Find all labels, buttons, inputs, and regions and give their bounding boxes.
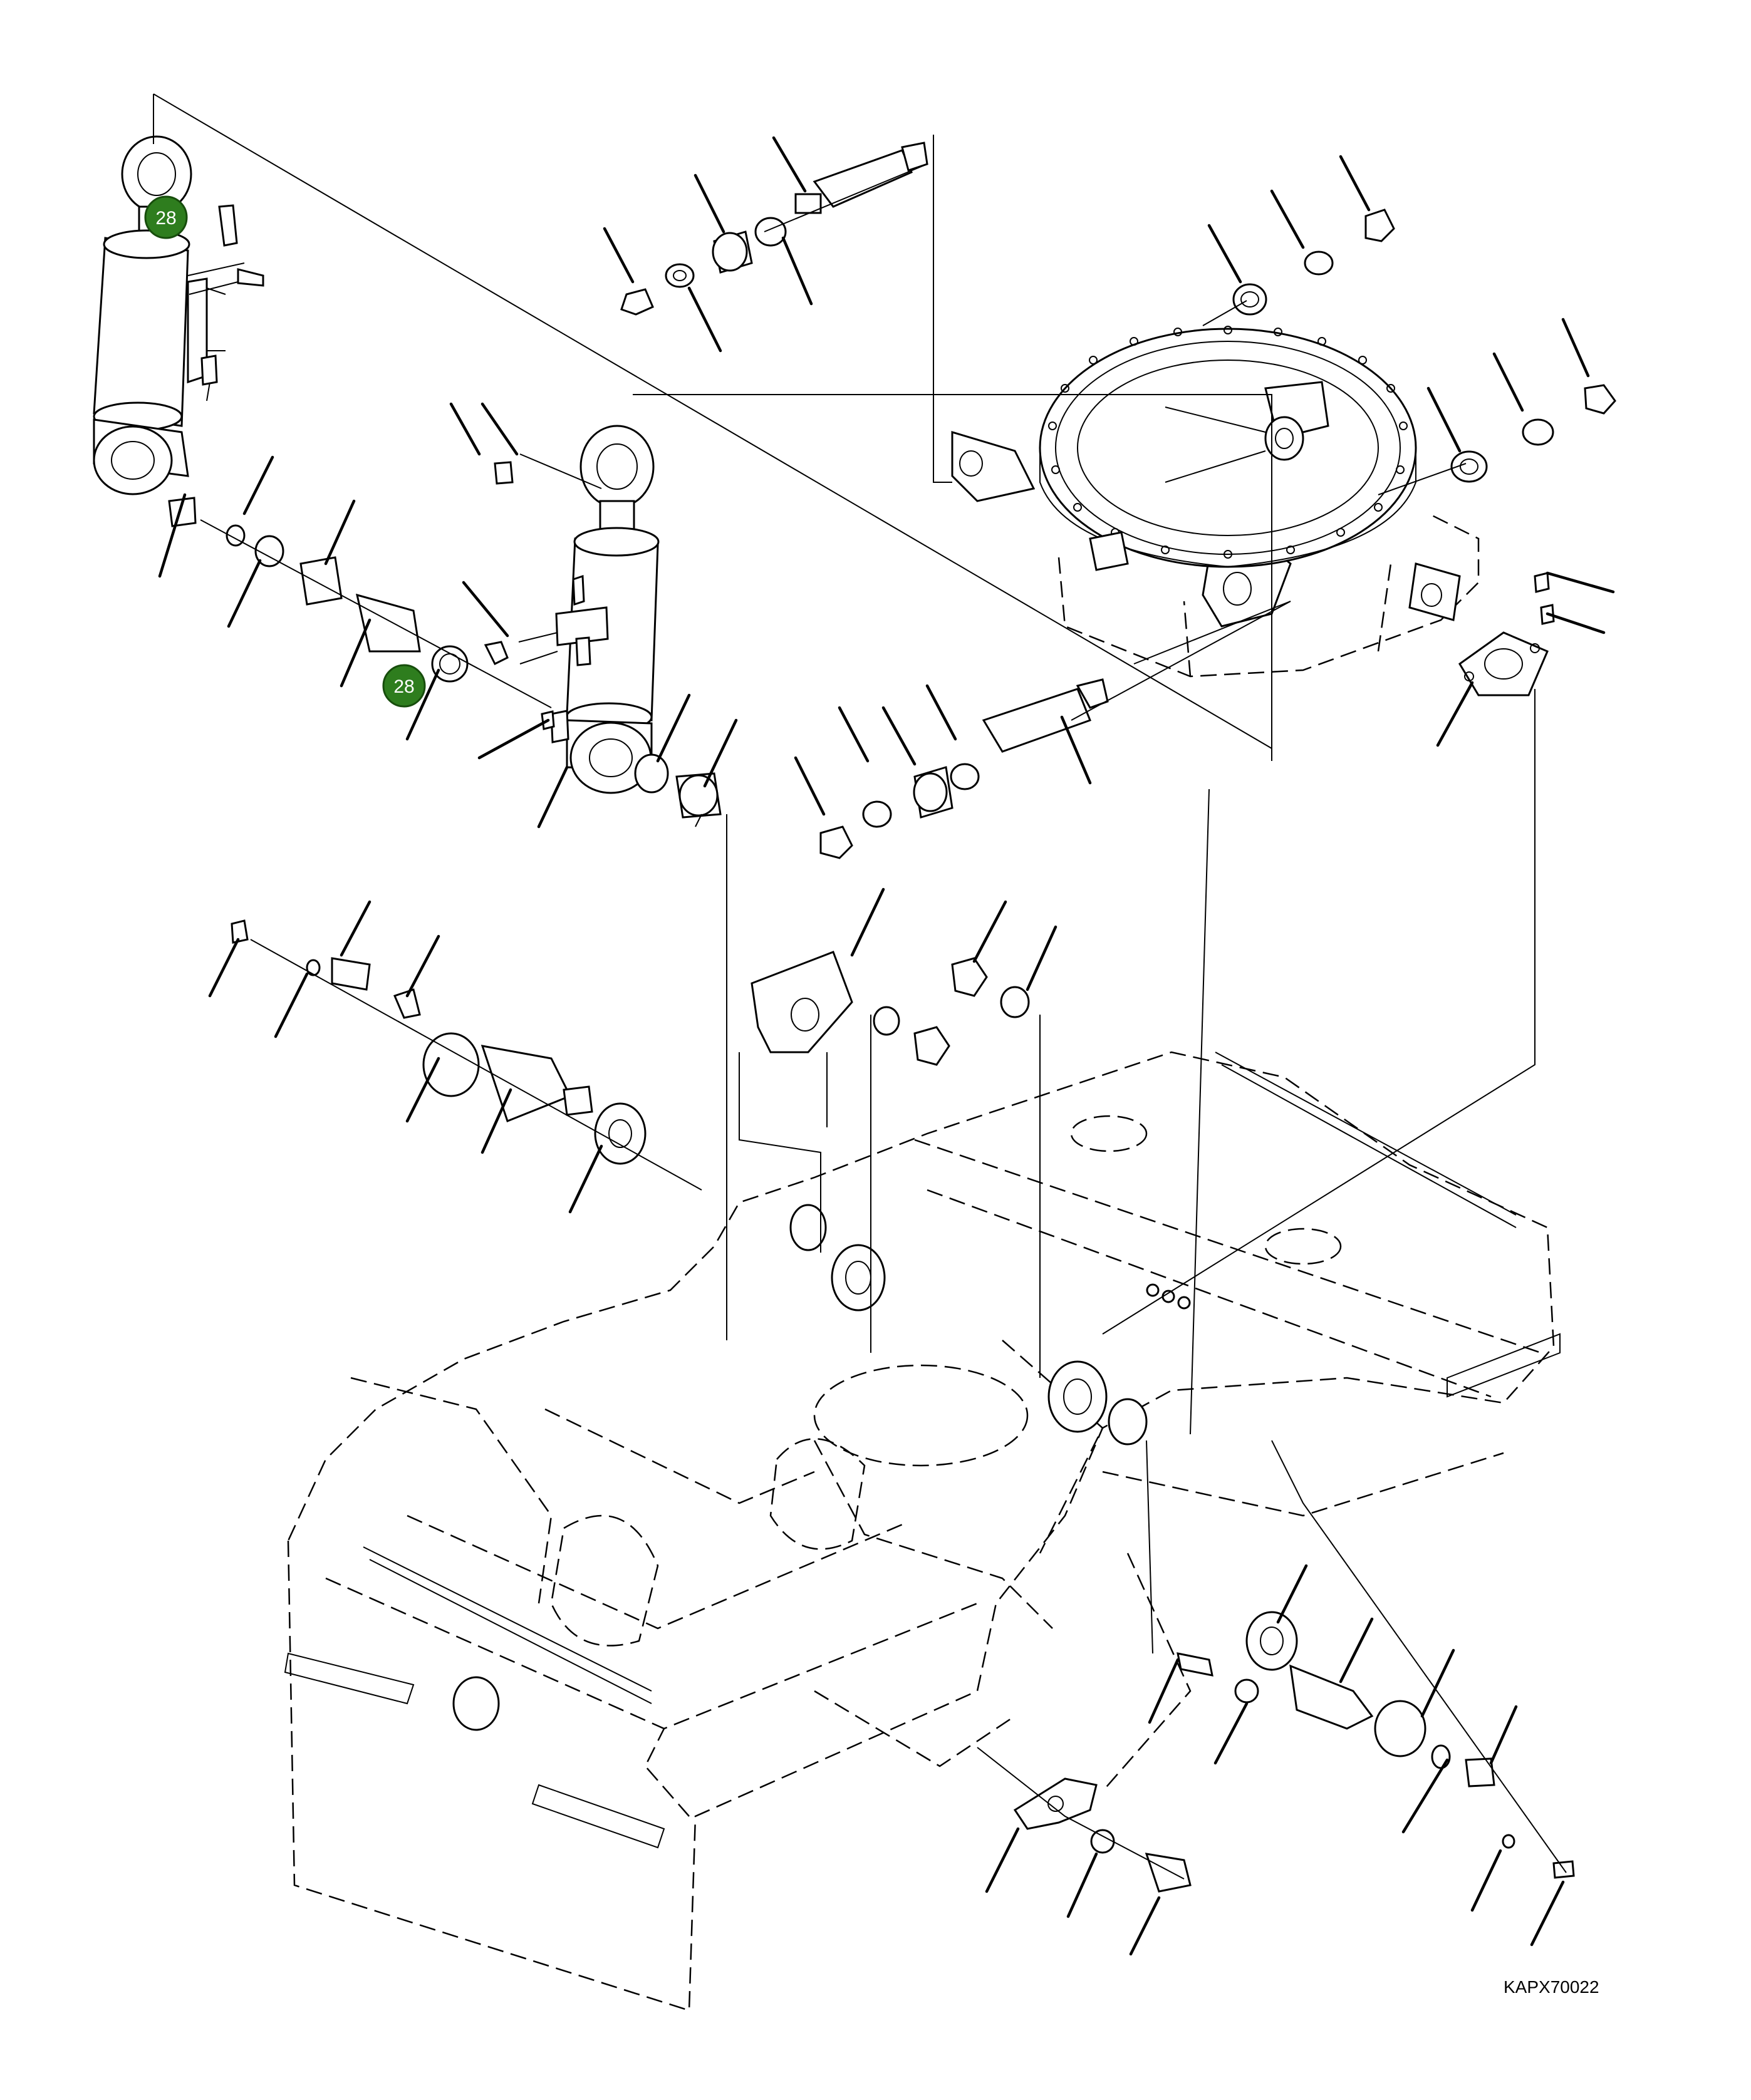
callout-28-upper[interactable]: 28 <box>144 195 188 239</box>
steering-cylinder-center <box>518 425 660 794</box>
swing-bearing-frame <box>951 326 1480 678</box>
callout-28-lower[interactable]: 28 <box>382 664 426 708</box>
steering-cylinder-left <box>93 135 264 495</box>
leader-lines <box>158 136 1615 1956</box>
lower-frame <box>284 1051 1561 2012</box>
hardware <box>168 142 1616 1893</box>
assembly-lines <box>153 93 1567 1880</box>
callout-label: 28 <box>155 208 176 229</box>
drawing-code: KAPX70022 <box>1504 1977 1599 1997</box>
callout-label: 28 <box>393 676 414 697</box>
